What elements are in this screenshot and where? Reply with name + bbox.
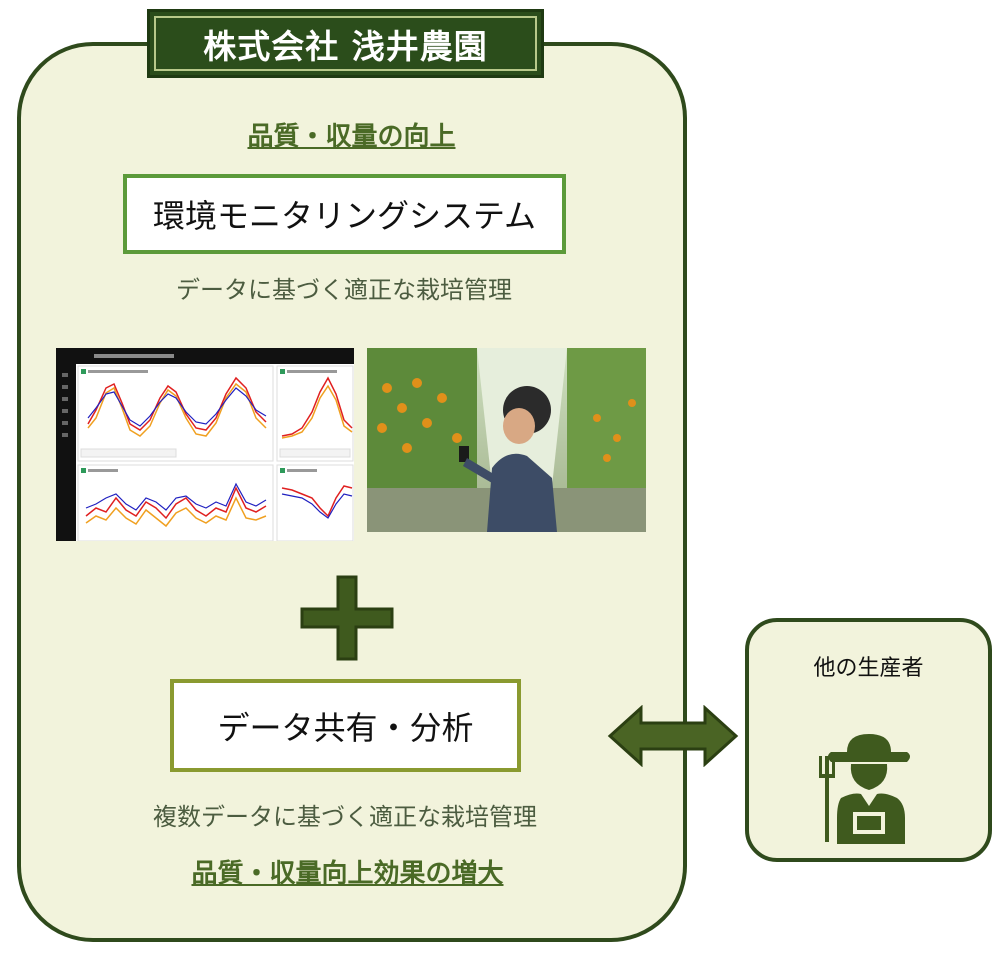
caption-bottom: 複数データに基づく適正な栽培管理 xyxy=(153,803,537,831)
double-arrow-icon xyxy=(607,705,739,767)
company-name: 株式会社 浅井農園 xyxy=(154,16,537,71)
data-share-box: データ共有・分析 xyxy=(170,679,521,772)
other-producers-panel: 他の生産者 xyxy=(745,618,992,862)
farmer-icon xyxy=(819,734,910,844)
plus-icon xyxy=(300,575,394,661)
other-producers-label: 他の生産者 xyxy=(813,656,924,681)
dashboard-screenshot xyxy=(56,348,354,541)
caption-top: データに基づく適正な栽培管理 xyxy=(176,276,512,304)
goal-heading-bottom: 品質・収量向上効果の増大 xyxy=(191,859,504,889)
greenhouse-photo xyxy=(367,348,646,532)
monitoring-system-box: 環境モニタリングシステム xyxy=(123,174,566,254)
company-banner: 株式会社 浅井農園 xyxy=(147,9,544,78)
goal-heading-top: 品質・収量の向上 xyxy=(247,122,456,152)
